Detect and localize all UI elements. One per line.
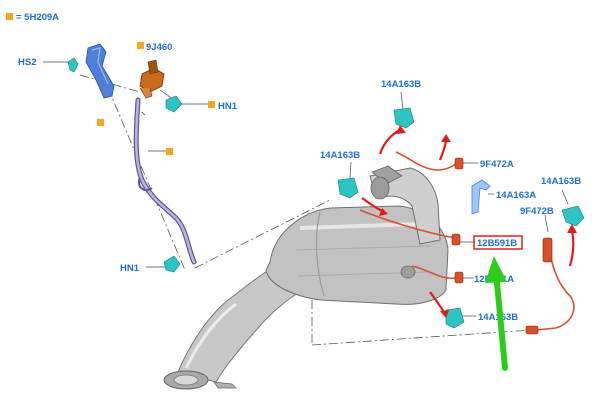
heat-shield-bracket xyxy=(67,43,115,126)
highlight-box xyxy=(473,235,523,250)
label-9f472a: 9F472A xyxy=(480,159,514,170)
label-14a163b-top: 14A163B xyxy=(381,79,421,90)
egr-sensor-part xyxy=(137,42,215,113)
connector-clips xyxy=(337,107,585,329)
label-9j460: 9J460 xyxy=(146,42,172,53)
connector-clip-icon xyxy=(445,307,465,329)
sensor-wires xyxy=(359,151,575,331)
label-9f472b: 9F472B xyxy=(520,206,554,217)
connector-clip-icon xyxy=(393,107,415,129)
arrow-icon xyxy=(568,229,575,267)
legend: = 5H209A xyxy=(6,12,59,23)
label-14a163b-left: 14A163B xyxy=(320,150,360,161)
label-hs2: HS2 xyxy=(18,57,36,68)
sensor-pipe xyxy=(133,97,197,273)
assembly-dashdot-lines xyxy=(79,74,533,346)
connector-clip-icon xyxy=(561,205,585,227)
square-marker-icon xyxy=(166,148,173,155)
label-hn1-top: HN1 xyxy=(218,101,238,112)
connector-clip-icon xyxy=(165,95,183,113)
wire-bracket xyxy=(471,179,491,215)
connector-clip-icon xyxy=(67,57,79,73)
square-marker-icon xyxy=(137,42,144,49)
connector-clip-icon xyxy=(163,255,181,273)
arrow-icon xyxy=(429,291,445,313)
square-marker-icon xyxy=(97,119,104,126)
sensor-connectors xyxy=(451,157,553,335)
red-arrow-heads xyxy=(379,125,577,318)
green-pointer-arrow-icon xyxy=(485,256,508,371)
label-12b591b: 12B591B xyxy=(477,238,517,249)
legend-square-marker-icon xyxy=(6,13,13,20)
label-14a163b-right: 14A163B xyxy=(541,176,581,187)
arrow-icon xyxy=(438,139,448,161)
label-14a163a: 14A163A xyxy=(496,190,536,201)
connector-clip-icon xyxy=(337,177,359,199)
label-hn1-bottom: HN1 xyxy=(120,263,140,274)
leader-lines xyxy=(43,61,569,317)
catalytic-converter-assembly xyxy=(163,165,449,390)
square-marker-icon xyxy=(208,101,215,108)
legend-text: = 5H209A xyxy=(16,12,59,23)
